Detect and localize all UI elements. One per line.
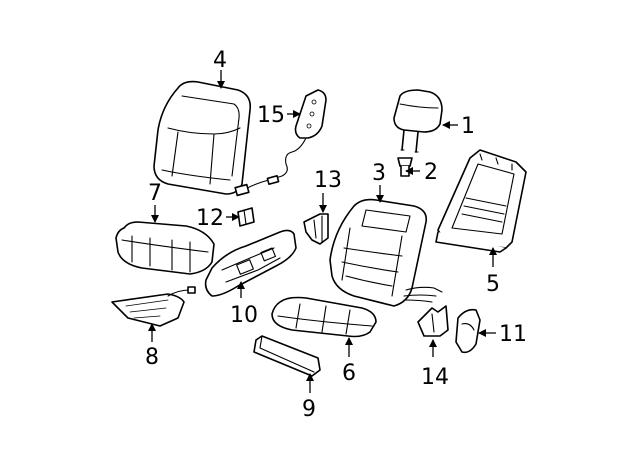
callout-1: 1 xyxy=(461,114,475,139)
part-12-clip xyxy=(237,207,255,227)
part-6-cushion-pad xyxy=(271,296,377,338)
part-14-bracket xyxy=(417,305,449,337)
part-8-heater-pad xyxy=(111,286,196,327)
leader-lines xyxy=(148,70,497,393)
callout-3: 3 xyxy=(372,161,386,186)
part-7-cushion-cover xyxy=(115,221,215,275)
part-10-side-cover xyxy=(204,229,297,297)
callout-8: 8 xyxy=(145,345,159,370)
part-4-seatback-cover xyxy=(153,80,252,195)
callout-2: 2 xyxy=(424,160,438,185)
callout-5: 5 xyxy=(486,272,500,297)
callout-14: 14 xyxy=(421,365,449,390)
callout-15: 15 xyxy=(257,103,285,128)
callout-6: 6 xyxy=(342,361,356,386)
callout-7: 7 xyxy=(148,181,162,206)
part-15-airbag-module xyxy=(234,89,327,197)
part-9-trim-strip xyxy=(253,335,321,377)
callout-13: 13 xyxy=(314,168,342,193)
callout-11: 11 xyxy=(499,322,527,347)
callout-labels: 1 2 3 4 5 6 7 8 9 10 11 12 13 14 15 xyxy=(145,48,527,422)
callout-9: 9 xyxy=(302,397,316,422)
part-5-seatback-frame xyxy=(435,149,527,253)
callout-4: 4 xyxy=(213,48,227,73)
callout-12: 12 xyxy=(196,206,224,231)
part-13-bracket xyxy=(303,213,329,245)
callout-10: 10 xyxy=(230,303,258,328)
part-2-headrest-guide xyxy=(397,157,413,177)
part-11-trim-cover xyxy=(455,308,481,354)
part-1-headrest xyxy=(393,89,443,153)
part-3-seat-frame xyxy=(329,198,443,307)
